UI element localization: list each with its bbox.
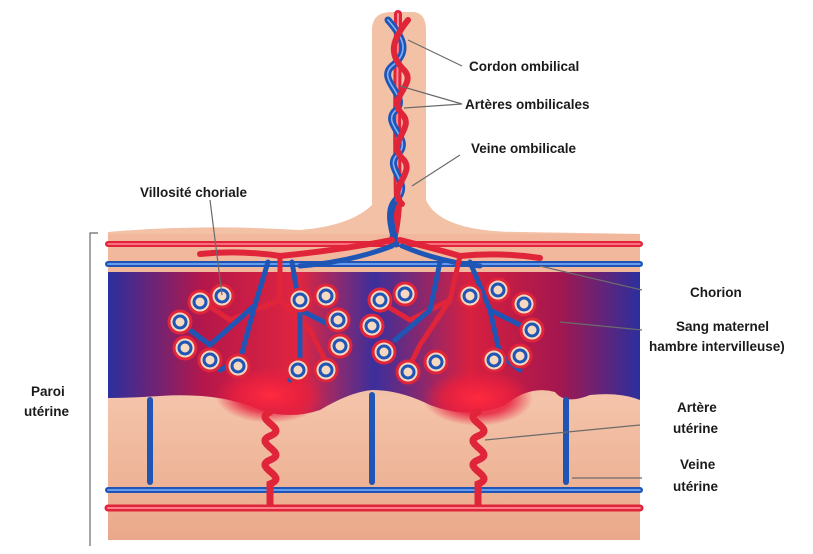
uterine-wall-bracket xyxy=(90,233,98,546)
label-villosite-choriale: Villosité choriale xyxy=(140,185,248,200)
label-paroi-1: Paroi xyxy=(31,384,65,399)
label-chorion: Chorion xyxy=(690,285,742,300)
label-veine-uterine-2: utérine xyxy=(673,479,719,494)
label-sang-maternel-2: hambre intervilleuse) xyxy=(649,339,785,354)
label-artere-uterine-1: Artère xyxy=(677,400,717,415)
label-cordon-ombilical: Cordon ombilical xyxy=(469,59,579,74)
label-sang-maternel-1: Sang maternel xyxy=(676,319,769,334)
label-artere-uterine-2: utérine xyxy=(673,421,719,436)
label-arteres-ombilicales: Artères ombilicales xyxy=(465,97,590,112)
label-paroi-2: utérine xyxy=(24,404,70,419)
label-veine-ombilicale: Veine ombilicale xyxy=(471,141,577,156)
label-veine-uterine-1: Veine xyxy=(680,457,716,472)
